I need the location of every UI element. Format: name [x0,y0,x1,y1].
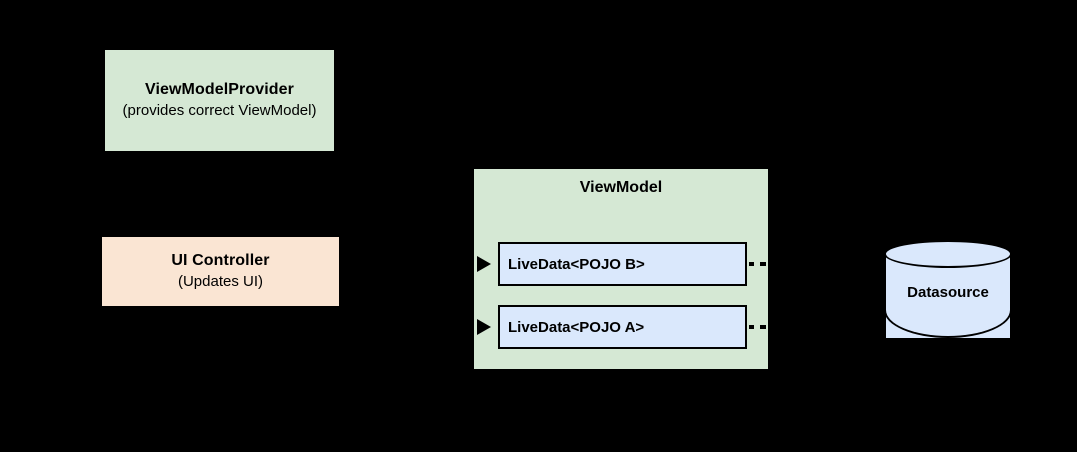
dashed-connector-livedata-b-segment-2 [760,262,766,266]
dashed-connector-livedata-a-segment-1 [749,325,754,329]
node-livedata-pojo-a[interactable]: LiveData<POJO A> [498,305,747,349]
ui-controller-title: UI Controller [171,252,270,270]
ui-controller-subtitle: (Updates UI) [177,273,264,291]
viewmodel-provider-subtitle: (provides correct ViewModel) [122,102,317,120]
viewmodel-title: ViewModel [579,179,663,196]
cylinder-top-ellipse [884,240,1012,268]
datasource-label: Datasource [907,284,989,301]
arrow-right-icon-into-livedata-a [477,319,491,335]
node-livedata-pojo-b[interactable]: LiveData<POJO B> [498,242,747,286]
node-ui-controller[interactable]: UI Controller (Updates UI) [102,237,339,306]
node-viewmodel[interactable]: ViewModel LiveData<POJO B> LiveData<POJO… [474,169,768,369]
arrow-right-icon-into-livedata-b [477,256,491,272]
dashed-connector-livedata-a-segment-2 [760,325,766,329]
node-viewmodel-provider[interactable]: ViewModelProvider (provides correct View… [105,50,334,151]
node-datasource[interactable]: Datasource [884,240,1012,352]
dashed-connector-livedata-b-segment-1 [749,262,754,266]
viewmodel-provider-title: ViewModelProvider [144,81,294,99]
